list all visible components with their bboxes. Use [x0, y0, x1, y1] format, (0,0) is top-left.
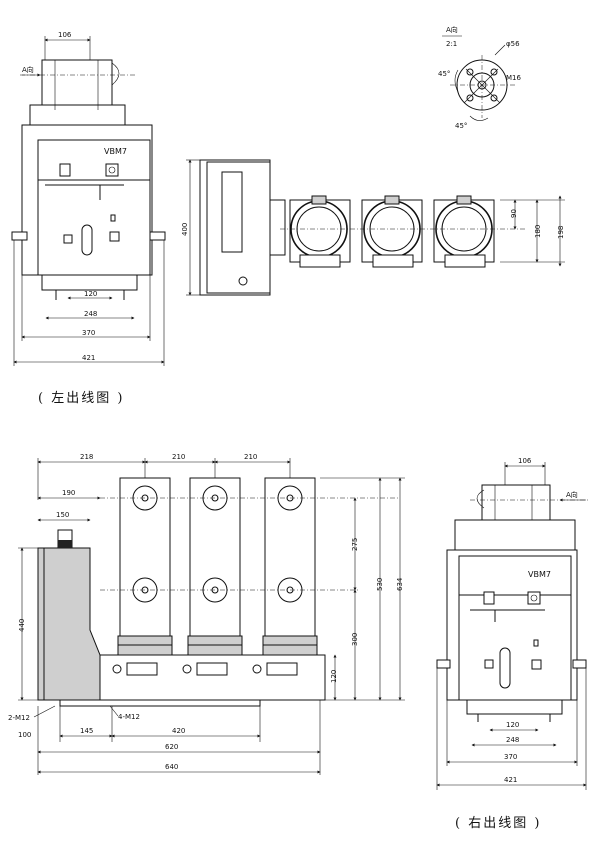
side-dim-145: 145 [80, 727, 93, 735]
right-dim-370: 370 [504, 753, 517, 761]
side-pole-3 [262, 477, 318, 656]
side-dim-300: 300 [351, 633, 359, 646]
side-dim-120: 120 [330, 670, 338, 683]
top-dim-400: 400 [181, 223, 189, 236]
top-dim-180: 180 [534, 225, 542, 238]
left-outlet-front-view: A向 106 VBM7 120 248 370 421 [11, 31, 166, 366]
left-outlet-caption: ( 左出线图 ) [38, 391, 124, 406]
top-view: 400 90 180 19 [181, 159, 565, 296]
detail-view-label: A向 [446, 25, 458, 34]
side-dim-440: 440 [18, 619, 26, 632]
top-pole-3 [433, 195, 495, 268]
right-outlet-caption: ( 右出线图 ) [455, 816, 541, 831]
a-view-detail: A向 2:1 φ56 M16 45° 45° [438, 25, 521, 130]
side-pole-2 [187, 477, 243, 656]
side-dim-634: 634 [396, 577, 404, 591]
side-dim-190: 190 [62, 489, 75, 497]
side-dim-420: 420 [172, 727, 185, 735]
side-dim-275: 275 [351, 538, 359, 551]
side-view: 218 210 210 190 150 [8, 453, 405, 775]
detail-angle-label-top: 45° [438, 70, 450, 78]
right-dim-106: 106 [518, 457, 532, 465]
left-dim-421: 421 [82, 354, 95, 362]
left-dim-248: 248 [84, 310, 97, 318]
right-dim-248: 248 [506, 736, 519, 744]
left-dim-370: 370 [82, 329, 95, 337]
right-dim-120: 120 [506, 721, 519, 729]
side-dim-620: 620 [165, 743, 178, 751]
right-dim-421: 421 [504, 776, 517, 784]
side-label-2m12: 2-M12 [8, 714, 30, 722]
detail-angle-label-bottom: 45° [455, 122, 467, 130]
top-dim-198: 198 [557, 226, 565, 239]
side-dim-210a: 210 [172, 453, 185, 461]
top-pole-2 [361, 195, 423, 268]
right-a-arrow-label: A向 [566, 490, 578, 499]
detail-thread-label: M16 [506, 74, 521, 82]
side-dim-100: 100 [18, 731, 31, 739]
top-dim-90: 90 [510, 209, 518, 218]
right-outlet-front-view: A向 106 VBM7 120 248 370 421 [436, 457, 590, 790]
side-dim-210b: 210 [244, 453, 257, 461]
top-pole-1 [289, 195, 351, 268]
detail-dia-label: φ56 [506, 40, 520, 48]
side-dim-218: 218 [80, 453, 93, 461]
side-dim-530: 530 [376, 578, 384, 591]
right-model-label: VBM7 [528, 570, 551, 579]
left-dim-120: 120 [84, 290, 97, 298]
detail-scale-label: 2:1 [446, 40, 457, 48]
side-pole-1 [117, 477, 173, 656]
side-dim-150: 150 [56, 511, 69, 519]
left-dim-106: 106 [58, 31, 72, 39]
side-label-4m12: 4-M12 [118, 713, 140, 721]
side-dim-640: 640 [165, 763, 178, 771]
left-model-label: VBM7 [104, 147, 127, 156]
left-a-arrow-label: A向 [22, 65, 34, 74]
